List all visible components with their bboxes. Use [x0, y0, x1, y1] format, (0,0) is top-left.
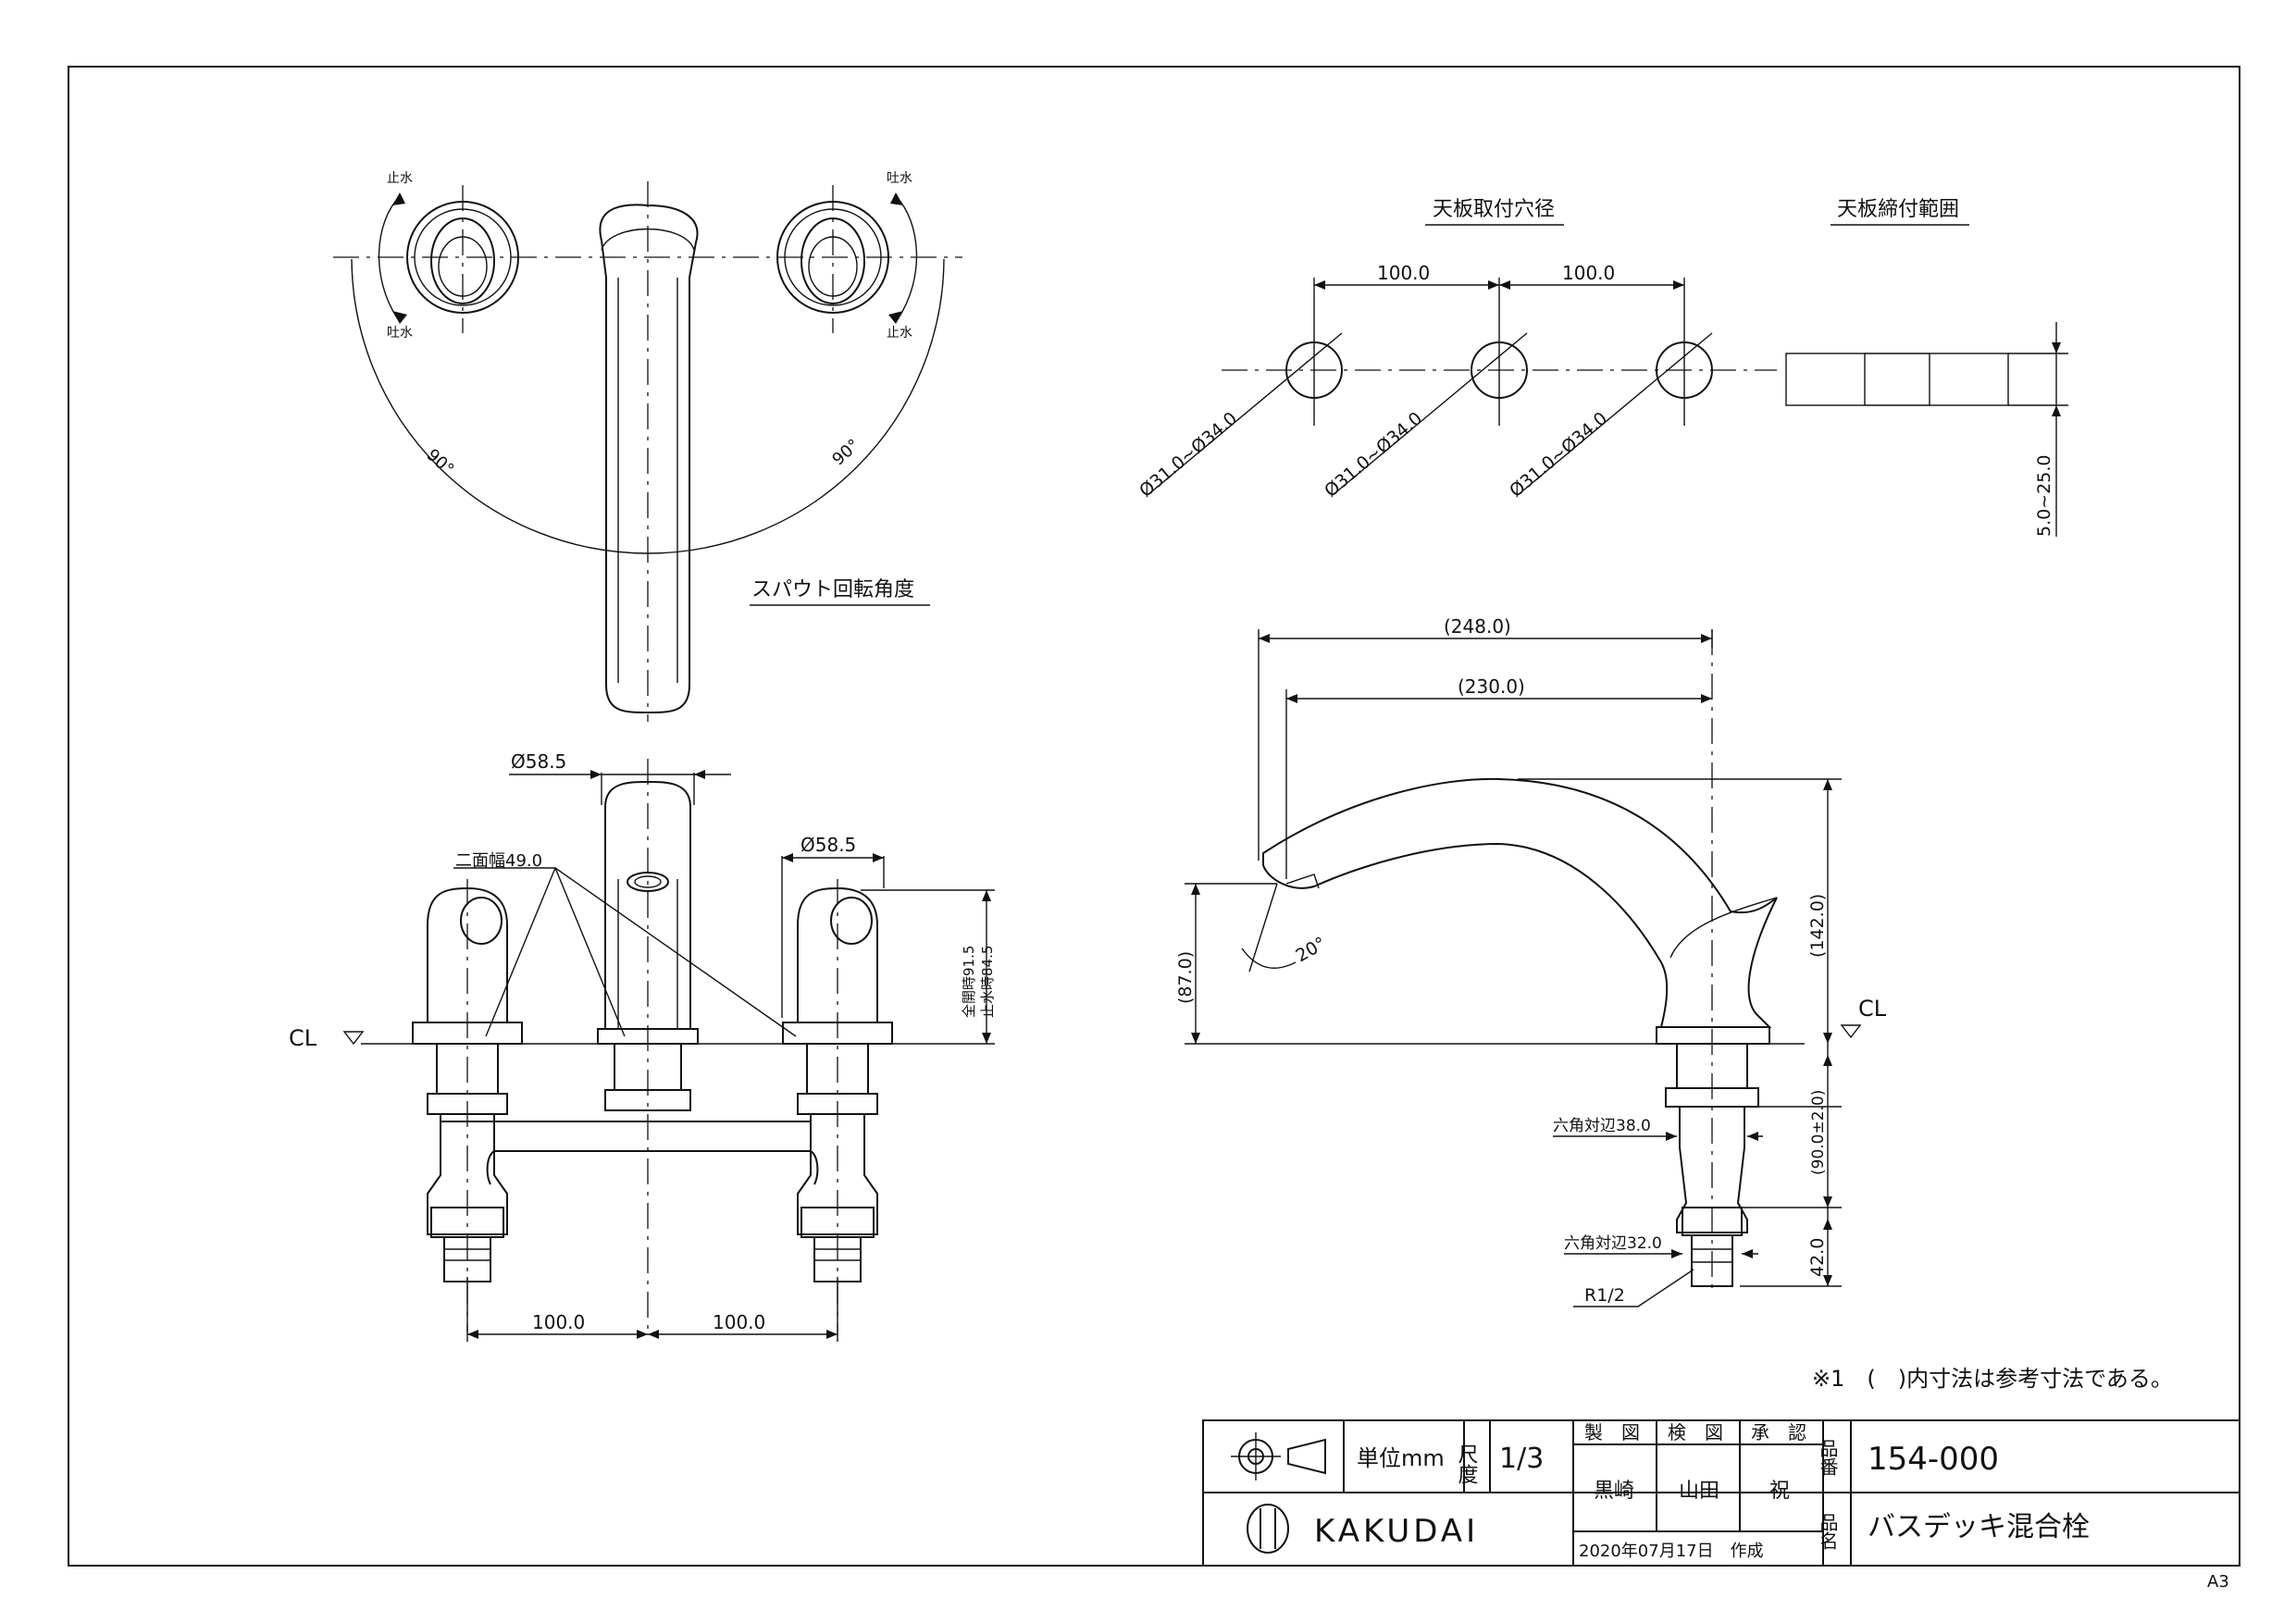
- checked-by: 山田: [1679, 1480, 1719, 1503]
- projection-symbol-icon: [1231, 1432, 1326, 1481]
- label-angle-left: 90°: [423, 445, 458, 479]
- top-view: 止水 吐水 吐水 止水 90° 90° スパウト回転角度: [333, 171, 962, 722]
- drawing-date: 2020年07月17日 作成: [1579, 1542, 1764, 1561]
- right-handle-top: [776, 201, 889, 314]
- scale-value: 1/3: [1499, 1443, 1544, 1475]
- sheet-size: A3: [2207, 1572, 2229, 1592]
- label-stop-water-right: 止水: [887, 326, 912, 341]
- side-view: CL (248.0) (230.0) (142.0): [1175, 615, 1887, 1307]
- company-name: KAKUDAI: [1314, 1513, 1479, 1550]
- unit-label: 単位mm: [1357, 1445, 1445, 1471]
- label-pitch-left: 100.0: [532, 1311, 585, 1333]
- label-thread: R1/2: [1584, 1285, 1625, 1306]
- label-spout-rotation: スパウト回転角度: [751, 578, 914, 601]
- label-angle-20: 20°: [1293, 933, 1330, 966]
- label-length-248: (248.0): [1444, 615, 1511, 638]
- checked-label: 検 図: [1668, 1421, 1723, 1443]
- spout-top-outline: [599, 204, 699, 714]
- label-spit-water-left: 吐水: [387, 326, 413, 341]
- label-handle-dia: Ø58.5: [800, 834, 856, 856]
- label-hole-dia-3: Ø31.0~Ø34.0: [1506, 408, 1611, 502]
- label-stop-height: 止水時84.5: [979, 946, 996, 1018]
- spout-front: [604, 780, 691, 1030]
- left-handle-top: [406, 201, 519, 314]
- left-handle-front: [412, 886, 523, 1282]
- label-hole-pitch-2: 100.0: [1562, 262, 1615, 284]
- title-block: 単位mm 尺度 1/3 製 図 検 図 承 認 黒崎 山田 祝 品番 154-0…: [1202, 1419, 2240, 1567]
- part-no: 154-000: [1868, 1441, 1999, 1478]
- label-angle-right: 90°: [828, 436, 863, 470]
- label-hole-dia-1: Ø31.0~Ø34.0: [1136, 408, 1241, 502]
- made-label: 製 図: [1584, 1421, 1640, 1443]
- label-depth-90: (90.0±2.0): [1809, 1090, 1828, 1175]
- scale-label: 尺度: [1455, 1443, 1479, 1484]
- label-full-open-height: 全開時91.5: [961, 946, 977, 1018]
- label-hex-38: 六角対辺38.0: [1553, 1117, 1651, 1135]
- label-stop-water-left: 止水: [387, 171, 413, 186]
- label-cl-side: CL: [1858, 996, 1887, 1022]
- label-top-clamp: 天板締付範囲: [1837, 198, 1959, 221]
- label-hole-dia-2: Ø31.0~Ø34.0: [1321, 408, 1426, 502]
- reference-note: ※1 ( )内寸法は参考寸法である。: [1812, 1366, 2173, 1392]
- label-depth-42: 42.0: [1807, 1238, 1828, 1277]
- hole-layout: 天板取付穴径 天板締付範囲 100.0 100.0 Ø31.0~Ø34.0 Ø3…: [1136, 198, 2068, 537]
- label-spit-water-right: 吐水: [887, 171, 912, 186]
- part-no-label: 品番: [1817, 1439, 1839, 1476]
- approved-label: 承 認: [1751, 1421, 1806, 1443]
- right-handle-front: [782, 886, 893, 1282]
- drawing-frame: [68, 66, 2240, 1567]
- label-top-hole: 天板取付穴径: [1433, 198, 1555, 221]
- label-cl-front: CL: [289, 1025, 317, 1051]
- part-name: バスデッキ混合栓: [1868, 1511, 2090, 1543]
- kakudai-logo-icon: [1247, 1504, 1289, 1554]
- label-two-face-width: 二面幅49.0: [455, 851, 542, 871]
- label-clamp-range: 5.0~25.0: [2034, 455, 2054, 537]
- label-hole-pitch-1: 100.0: [1377, 262, 1430, 284]
- label-spout-dia: Ø58.5: [511, 750, 566, 773]
- label-height-87: (87.0): [1175, 951, 1196, 1004]
- name-label: 品名: [1817, 1513, 1839, 1550]
- front-view: CL: [289, 750, 996, 1342]
- label-hex-32: 六角対辺32.0: [1564, 1234, 1662, 1253]
- label-length-230: (230.0): [1458, 675, 1525, 698]
- approved-by: 祝: [1769, 1480, 1790, 1503]
- label-height-142: (142.0): [1807, 894, 1828, 958]
- label-pitch-right: 100.0: [713, 1311, 765, 1333]
- made-by: 黒崎: [1594, 1480, 1634, 1503]
- spout-side: [1262, 777, 1778, 1028]
